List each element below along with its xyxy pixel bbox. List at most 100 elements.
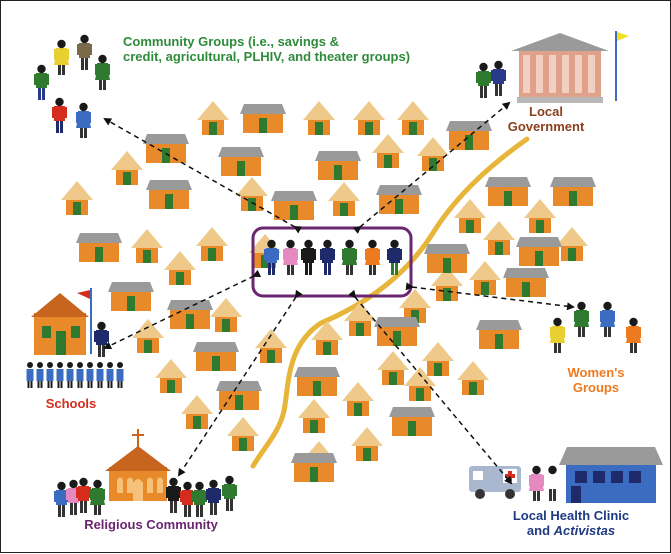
arrow-community-groups <box>103 118 303 234</box>
community-groups-label-line1: Community Groups (i.e., savings & <box>123 34 339 49</box>
hut-icon <box>146 180 192 209</box>
hut-icon <box>389 407 435 436</box>
hut-icon <box>524 199 556 233</box>
student-icon <box>36 362 44 388</box>
community-member-icon <box>264 239 279 275</box>
hut-icon <box>457 361 489 395</box>
hut-icon <box>236 177 268 211</box>
hut-icon <box>351 427 383 461</box>
hut-icon <box>131 229 163 263</box>
arrow-health-clinic <box>348 289 513 485</box>
hut-icon <box>197 101 229 135</box>
hut-icon <box>181 395 213 429</box>
hut-icon <box>342 382 374 416</box>
community-member-icon <box>476 62 491 98</box>
hut-icon <box>315 151 361 180</box>
hut-icon <box>294 367 340 396</box>
student-icon <box>46 362 54 388</box>
student-icon <box>106 362 114 388</box>
hut-icon <box>143 134 189 163</box>
community-member-icon <box>34 64 49 100</box>
hut-icon <box>167 300 213 329</box>
community-member-icon <box>76 102 91 138</box>
hut-icon <box>328 182 360 216</box>
hut-icon <box>454 199 486 233</box>
activistas-label: Activistas <box>553 523 616 538</box>
hut-icon <box>550 177 596 206</box>
local-government-label-line1: Local <box>529 104 563 119</box>
hut-icon <box>422 342 454 376</box>
community-member-icon <box>320 239 335 275</box>
hut-icon <box>503 268 549 297</box>
community-member-icon <box>94 321 109 357</box>
hut-icon <box>516 237 562 266</box>
community-member-icon <box>342 239 357 275</box>
ambulance-icon <box>469 466 521 499</box>
hut-icon <box>111 151 143 185</box>
health-clinic-label-line2: and Activistas <box>501 523 641 538</box>
hut-icon <box>298 399 330 433</box>
community-member-icon <box>301 239 316 275</box>
hut-icon <box>303 101 335 135</box>
schools-label: Schools <box>45 396 97 411</box>
center-group-box <box>251 226 413 298</box>
student-icon <box>96 362 104 388</box>
student-icon <box>116 362 124 388</box>
community-member-icon <box>76 477 91 513</box>
hut-icon <box>556 227 588 261</box>
hut-icon <box>193 342 239 371</box>
community-member-icon <box>206 479 221 515</box>
student-icon <box>76 362 84 388</box>
hut-icon <box>485 177 531 206</box>
hut-icon <box>240 104 286 133</box>
health-clinic-label: Local Health Clinic and Activistas <box>501 508 641 538</box>
local-government-label-line2: Government <box>507 119 585 134</box>
hut-icon <box>155 359 187 393</box>
hut-icon <box>376 185 422 214</box>
hut-icon <box>476 320 522 349</box>
flag-icon <box>77 290 90 299</box>
clinic-icon <box>559 447 663 503</box>
hut-icon <box>218 147 264 176</box>
health-clinic-label-prefix: and <box>526 523 554 538</box>
hut-icon <box>216 381 262 410</box>
student-icon <box>56 362 64 388</box>
community-member-icon <box>77 34 92 70</box>
community-member-icon <box>574 301 589 337</box>
hut-icon <box>353 101 385 135</box>
hut-icon <box>483 221 515 255</box>
hut-icon <box>446 121 492 150</box>
community-member-icon <box>90 479 105 515</box>
hut-icon <box>311 321 343 355</box>
community-member-icon <box>491 60 506 96</box>
hut-icon <box>271 191 317 220</box>
hut-icon <box>397 101 429 135</box>
government-building-icon <box>511 31 629 103</box>
community-groups-label-line2: credit, agricultural, PLHIV, and theater… <box>123 49 411 64</box>
community-member-icon <box>222 475 237 511</box>
hut-icon <box>210 298 242 332</box>
hut-icon <box>372 134 404 168</box>
student-icon <box>86 362 94 388</box>
community-member-icon <box>600 301 615 337</box>
hut-icon <box>417 137 449 171</box>
community-member-icon <box>550 317 565 353</box>
hut-icon <box>424 244 470 273</box>
womens-groups-label-line2: Groups <box>572 380 620 395</box>
hut-icon <box>196 227 228 261</box>
hut-icon <box>255 329 287 363</box>
flag-icon <box>617 32 629 41</box>
hut-icon <box>291 453 337 482</box>
student-icon <box>26 362 34 388</box>
hut-icon <box>132 319 164 353</box>
community-member-icon <box>626 317 641 353</box>
community-groups-label: Community Groups (i.e., savings & credit… <box>123 34 410 64</box>
community-member-icon <box>54 39 69 75</box>
hut-icon <box>61 181 93 215</box>
community-member-icon <box>166 477 181 513</box>
community-member-icon <box>192 481 207 517</box>
hut-icon <box>76 233 122 262</box>
womens-groups-label-line1: Women's <box>567 365 625 380</box>
